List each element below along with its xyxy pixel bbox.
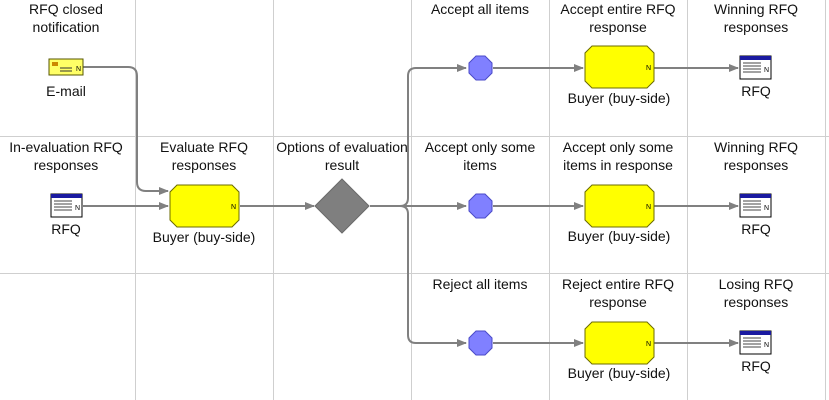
task-1-label: Buyer (buy-side)	[567, 90, 671, 106]
rfq-output-document-icon[interactable]: N	[739, 330, 772, 355]
task-3-label: Buyer (buy-side)	[567, 365, 671, 381]
task-3-caption: Reject entire RFQ response	[561, 276, 675, 310]
task-accept-only-some-items[interactable]: N	[584, 184, 655, 228]
decision-diamond-icon[interactable]	[314, 178, 370, 234]
output-2-caption: Winning RFQ responses	[713, 139, 799, 173]
task-reject-entire-rfq-response[interactable]: N	[584, 321, 655, 365]
svg-text:N: N	[76, 66, 81, 73]
evaluate-caption: Evaluate RFQ responses	[160, 139, 248, 173]
event-2-caption: Accept only some items	[424, 139, 536, 173]
task-accept-entire-rfq-response[interactable]: N	[584, 45, 655, 89]
event-reject-all-items[interactable]	[468, 330, 493, 356]
rfq-caption: In-evaluation RFQ responses	[9, 139, 123, 173]
event-accept-only-some-items[interactable]	[468, 193, 493, 219]
svg-text:N: N	[764, 67, 769, 74]
rfq-output-document-icon[interactable]: N	[739, 193, 772, 218]
rfq-document-icon[interactable]: N	[50, 193, 83, 218]
task-2-caption: Accept only some items in response	[562, 139, 674, 173]
output-1-label: RFQ	[741, 83, 771, 99]
svg-text:N: N	[764, 205, 769, 212]
email-envelope-icon[interactable]: N	[48, 58, 84, 76]
event-accept-all-items[interactable]	[468, 55, 493, 81]
svg-text:N: N	[75, 205, 80, 212]
svg-text:N: N	[646, 204, 651, 211]
evaluate-label: Buyer (buy-side)	[152, 229, 256, 245]
svg-text:N: N	[231, 204, 236, 211]
task-1-caption: Accept entire RFQ response	[560, 1, 676, 35]
connector-email-to-evaluate	[83, 66, 169, 195]
email-label: E-mail	[46, 83, 86, 99]
output-3-label: RFQ	[741, 358, 771, 374]
rfq-label: RFQ	[51, 221, 81, 237]
svg-text:N: N	[646, 65, 651, 72]
rfq-output-document-icon[interactable]: N	[739, 55, 772, 80]
svg-text:N: N	[646, 341, 651, 348]
task-evaluate-rfq-responses[interactable]: N	[169, 184, 240, 228]
gateway-caption: Options of evaluation result	[276, 139, 408, 173]
svg-text:N: N	[764, 342, 769, 349]
connector-gateway-to-branch-3	[399, 205, 467, 347]
email-caption: RFQ closed notification	[29, 1, 103, 35]
output-1-caption: Winning RFQ responses	[713, 1, 799, 35]
output-3-caption: Losing RFQ responses	[718, 276, 794, 310]
event-3-caption: Reject all items	[432, 276, 528, 292]
task-2-label: Buyer (buy-side)	[567, 228, 671, 244]
output-2-label: RFQ	[741, 221, 771, 237]
event-1-caption: Accept all items	[430, 1, 530, 17]
